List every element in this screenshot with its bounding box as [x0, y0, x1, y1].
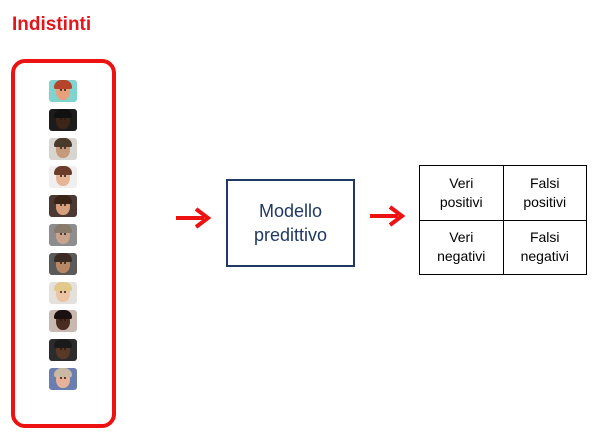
- model-label-line1: Modello: [258, 201, 323, 221]
- group-title: Indistinti: [12, 14, 92, 35]
- face-photo-icon: [49, 339, 77, 362]
- predictive-model-box: Modello predittivo: [226, 179, 355, 267]
- cell-line: positivi: [523, 193, 567, 210]
- cell-line: negativi: [437, 248, 486, 265]
- face-photo-icon: [49, 281, 77, 304]
- confusion-matrix: Veri positivi Falsi positivi Veri negati…: [419, 165, 587, 275]
- cell-line: Veri: [449, 174, 474, 191]
- face-photo-icon: [49, 224, 77, 246]
- cell-line: Falsi: [529, 229, 560, 246]
- arrow-right-icon: [176, 207, 212, 229]
- face-photo-icon: [49, 368, 77, 390]
- cell-line: Falsi: [529, 174, 560, 191]
- cell-line: Veri: [449, 229, 474, 246]
- cell-line: negativi: [520, 248, 569, 265]
- face-photo-icon: [49, 80, 77, 102]
- model-label-line2: predittivo: [253, 225, 328, 245]
- matrix-row-positive: Veri positivi Falsi positivi: [419, 165, 587, 221]
- cell-false-negatives: Falsi negativi: [502, 219, 587, 275]
- arrow-right-icon: [370, 205, 406, 227]
- face-photo-icon: [49, 310, 77, 333]
- matrix-row-negative: Veri negativi Falsi negativi: [419, 219, 587, 275]
- cell-true-negatives: Veri negativi: [419, 219, 504, 275]
- cell-line: positivi: [439, 193, 483, 210]
- face-photo-icon: [49, 108, 77, 131]
- cell-true-positives: Veri positivi: [419, 165, 504, 221]
- face-photo-icon: [49, 166, 77, 189]
- face-photo-icon: [49, 137, 77, 160]
- face-photo-icon: [49, 195, 77, 218]
- cell-false-positives: Falsi positivi: [502, 165, 587, 221]
- faces-group-box: [11, 59, 116, 428]
- face-photo-icon: [49, 252, 77, 275]
